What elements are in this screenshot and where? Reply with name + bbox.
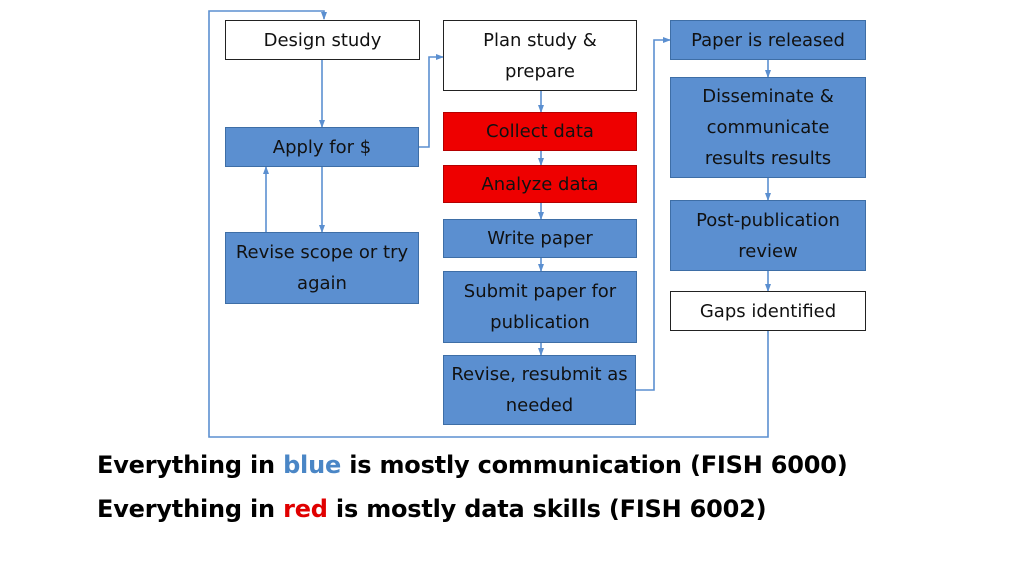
post-publication-review-box: Post-publication review [670,200,866,271]
caption-line-data-skills: Everything in red is mostly data skills … [97,495,767,523]
loop-connector [208,10,769,438]
write-paper-box: Write paper [443,219,637,258]
caption-prefix: Everything in [97,495,284,523]
disseminate-box: Disseminate & communicate results result… [670,77,866,178]
caption-suffix: is mostly communication (FISH 6000) [341,451,848,479]
caption-prefix: Everything in [97,451,284,479]
collect-data-box: Collect data [443,112,637,151]
caption-highlight-red: red [283,495,328,523]
plan-study-box: Plan study & prepare [443,20,637,91]
paper-released-box: Paper is released [670,20,866,60]
analyze-data-box: Analyze data [443,165,637,203]
submit-paper-box: Submit paper for publication [443,271,637,343]
revise-scope-box: Revise scope or try again [225,232,419,304]
apply-for-funds-box: Apply for $ [225,127,419,167]
gaps-identified-box: Gaps identified [670,291,866,331]
apply-to-plan-connector [419,54,444,148]
design-study-box: Design study [225,20,420,60]
resubmit-to-released-connector [636,37,671,391]
caption-suffix: is mostly data skills (FISH 6002) [327,495,767,523]
caption-highlight-blue: blue [283,451,342,479]
caption-line-communication: Everything in blue is mostly communicati… [97,451,848,479]
revise-resubmit-box: Revise, resubmit as needed [443,355,636,425]
